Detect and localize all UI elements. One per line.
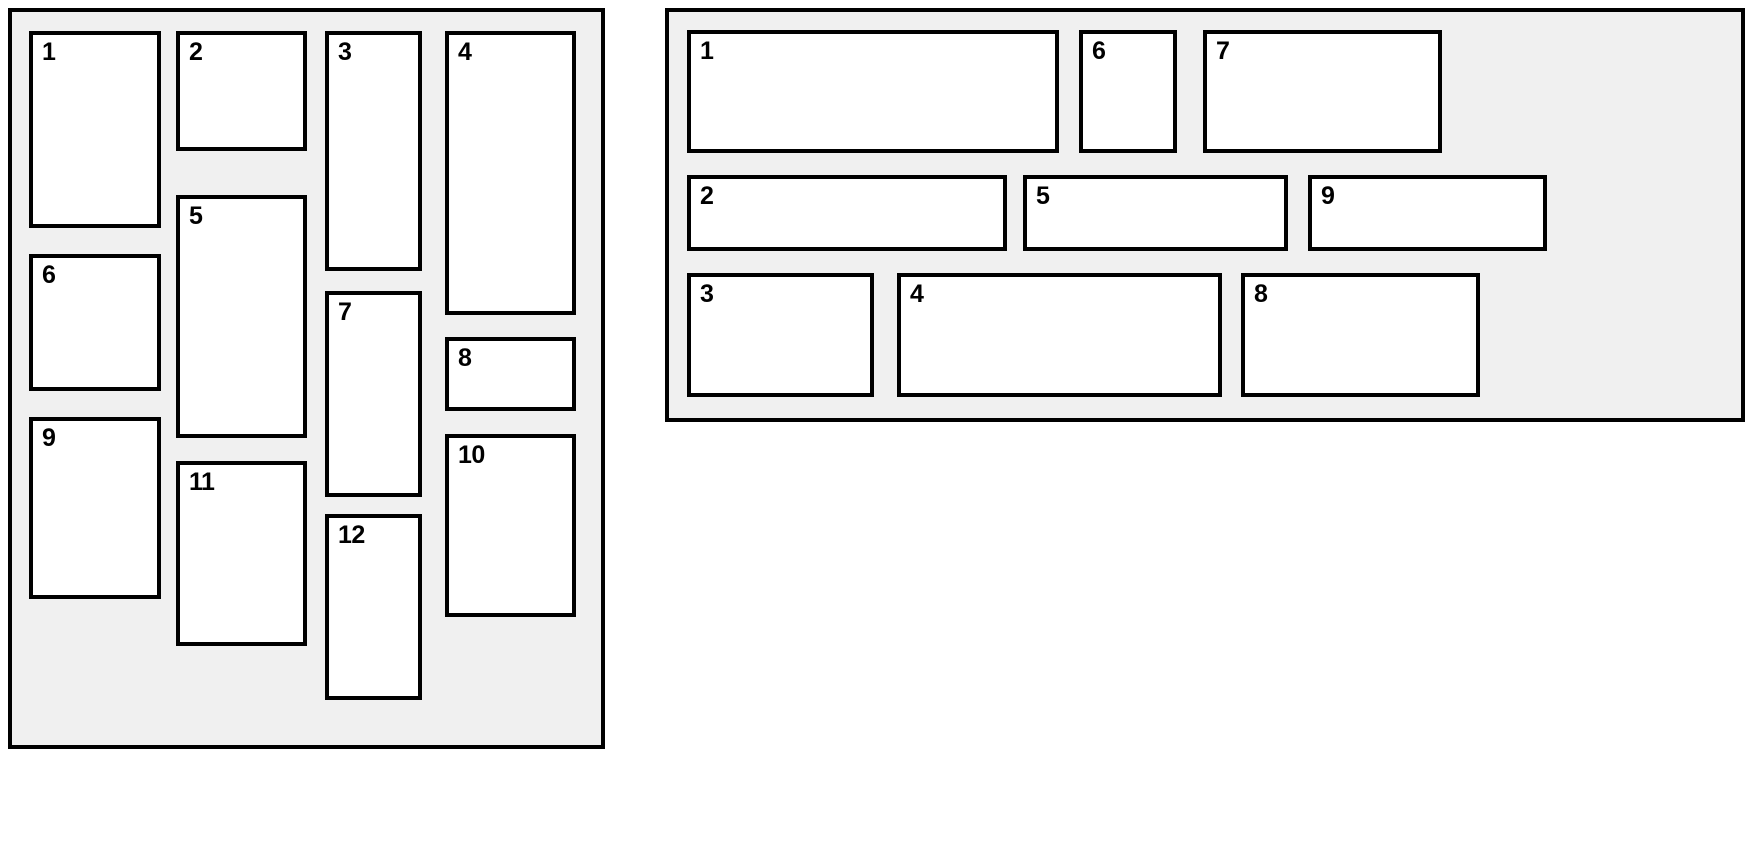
box-number-label: 9	[1321, 182, 1335, 210]
box-number-label: 11	[189, 468, 215, 496]
right-panel-box-9[interactable]: 9	[1308, 175, 1547, 251]
left-panel-box-5[interactable]: 5	[176, 195, 307, 438]
box-number-label: 7	[338, 298, 352, 326]
right-panel-box-7[interactable]: 7	[1203, 30, 1442, 153]
box-number-label: 7	[1216, 37, 1230, 65]
box-number-label: 1	[42, 38, 56, 66]
left-panel-box-8[interactable]: 8	[445, 337, 576, 411]
box-number-label: 3	[700, 280, 714, 308]
left-panel-box-4[interactable]: 4	[445, 31, 576, 315]
box-number-label: 10	[458, 441, 485, 469]
right-panel-box-2[interactable]: 2	[687, 175, 1007, 251]
box-number-label: 2	[700, 182, 714, 210]
left-panel-box-2[interactable]: 2	[176, 31, 307, 151]
left-panel-box-11[interactable]: 11	[176, 461, 307, 646]
box-number-label: 3	[338, 38, 352, 66]
right-panel-box-6[interactable]: 6	[1079, 30, 1177, 153]
left-panel-box-1[interactable]: 1	[29, 31, 161, 228]
box-number-label: 6	[1092, 37, 1106, 65]
box-number-label: 8	[1254, 280, 1268, 308]
box-number-label: 9	[42, 424, 56, 452]
right-panel-box-4[interactable]: 4	[897, 273, 1222, 397]
right-panel-box-8[interactable]: 8	[1241, 273, 1480, 397]
box-number-label: 8	[458, 344, 472, 372]
left-panel-box-3[interactable]: 3	[325, 31, 422, 271]
left-panel-box-6[interactable]: 6	[29, 254, 161, 391]
right-panel-box-1[interactable]: 1	[687, 30, 1059, 153]
box-number-label: 5	[189, 202, 203, 230]
box-number-label: 5	[1036, 182, 1050, 210]
box-number-label: 12	[338, 521, 365, 549]
box-number-label: 4	[458, 38, 472, 66]
right-panel-box-5[interactable]: 5	[1023, 175, 1288, 251]
left-panel-box-12[interactable]: 12	[325, 514, 422, 700]
box-number-label: 4	[910, 280, 924, 308]
left-panel-box-10[interactable]: 10	[445, 434, 576, 617]
box-number-label: 2	[189, 38, 203, 66]
left-panel-box-9[interactable]: 9	[29, 417, 161, 599]
box-number-label: 1	[700, 37, 714, 65]
right-panel-box-3[interactable]: 3	[687, 273, 874, 397]
box-number-label: 6	[42, 261, 56, 289]
left-panel-box-7[interactable]: 7	[325, 291, 422, 497]
